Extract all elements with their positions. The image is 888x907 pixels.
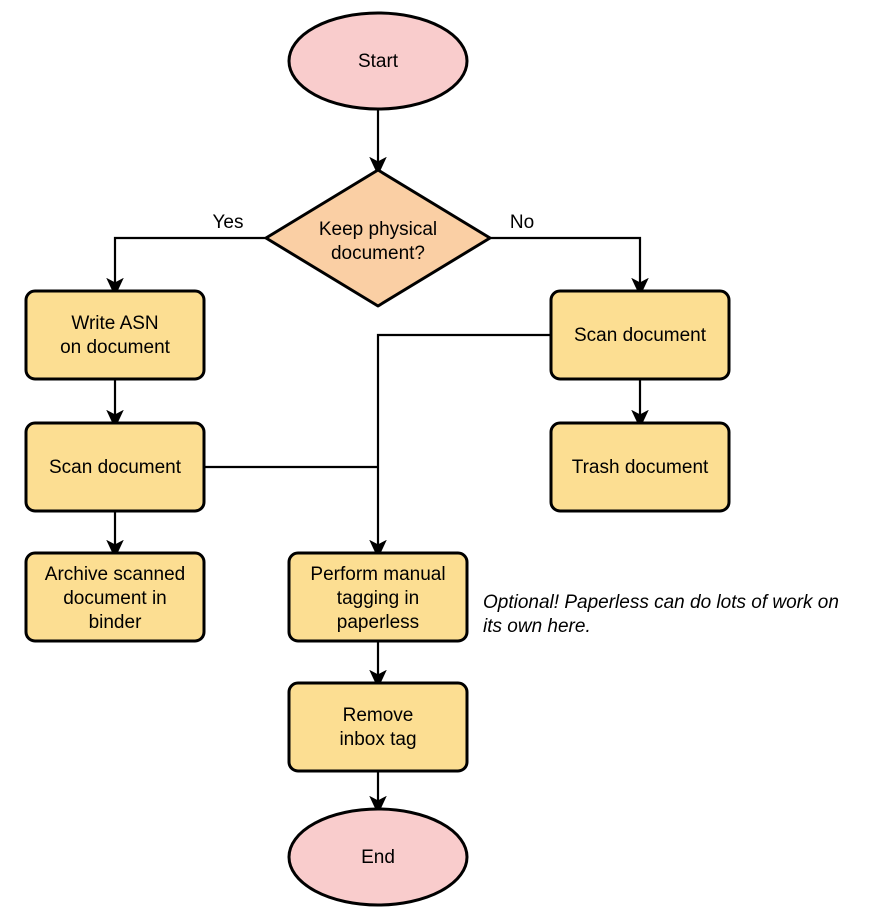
write-asn-label-line2: on document	[60, 337, 171, 358]
archive-label-line1: Archive scanned	[45, 564, 185, 585]
tagging-label-line1: Perform manual	[310, 564, 445, 585]
tagging-box[interactable]	[287, 551, 469, 643]
scan-document-left-label: Scan document	[49, 457, 182, 478]
annotation-optional-note: Optional! Paperless can do lots of work …	[483, 592, 839, 637]
edges-layer	[106, 109, 649, 815]
edge-decision-no	[490, 236, 649, 297]
archive-label-line2: document in	[63, 588, 167, 609]
node-archive-scanned-document-in-binder[interactable]: Archive scanned document in binder	[24, 551, 206, 643]
start-label: Start	[358, 51, 399, 72]
edge-label-no: No	[510, 212, 534, 233]
scan-document-right-label: Scan document	[574, 325, 707, 346]
scan-document-left-box[interactable]	[24, 421, 206, 513]
remove-inbox-label-line1: Remove	[343, 705, 414, 726]
scan-document-right-box[interactable]	[549, 289, 731, 381]
remove-inbox-tag-box[interactable]	[287, 681, 469, 773]
decision-diamond[interactable]	[264, 168, 492, 308]
node-write-asn-on-document[interactable]: Write ASN on document	[24, 289, 206, 381]
edge-labels-layer: Yes No	[213, 212, 535, 233]
remove-inbox-label-line2: inbox tag	[339, 729, 416, 750]
tagging-label-line3: paperless	[337, 612, 419, 633]
node-trash-document[interactable]: Trash document	[549, 421, 731, 513]
node-start[interactable]: Start	[287, 11, 469, 111]
node-end[interactable]: End	[287, 807, 469, 907]
node-remove-inbox-tag[interactable]: Remove inbox tag	[287, 681, 469, 773]
archive-box[interactable]	[24, 551, 206, 643]
trash-document-label: Trash document	[572, 457, 709, 478]
annotation-line2: its own here.	[483, 616, 591, 637]
write-asn-label-line1: Write ASN	[71, 313, 158, 334]
edge-scan-right-to-tagging	[369, 333, 551, 559]
node-perform-manual-tagging-in-paperless[interactable]: Perform manual tagging in paperless	[287, 551, 469, 643]
tagging-label-line2: tagging in	[337, 588, 419, 609]
start-ellipse[interactable]	[287, 11, 469, 111]
end-label: End	[361, 847, 395, 868]
annotation-line1: Optional! Paperless can do lots of work …	[483, 592, 839, 613]
end-ellipse[interactable]	[287, 807, 469, 907]
decision-label-line1: Keep physical	[319, 219, 437, 240]
edge-decision-yes	[106, 236, 266, 297]
node-scan-document-right[interactable]: Scan document	[549, 289, 731, 381]
node-decision-keep-physical-document[interactable]: Keep physical document?	[264, 168, 492, 308]
write-asn-box[interactable]	[24, 289, 206, 381]
decision-label-line2: document?	[331, 243, 425, 264]
edge-label-yes: Yes	[213, 212, 244, 233]
node-scan-document-left[interactable]: Scan document	[24, 421, 206, 513]
archive-label-line3: binder	[89, 612, 142, 633]
trash-document-box[interactable]	[549, 421, 731, 513]
